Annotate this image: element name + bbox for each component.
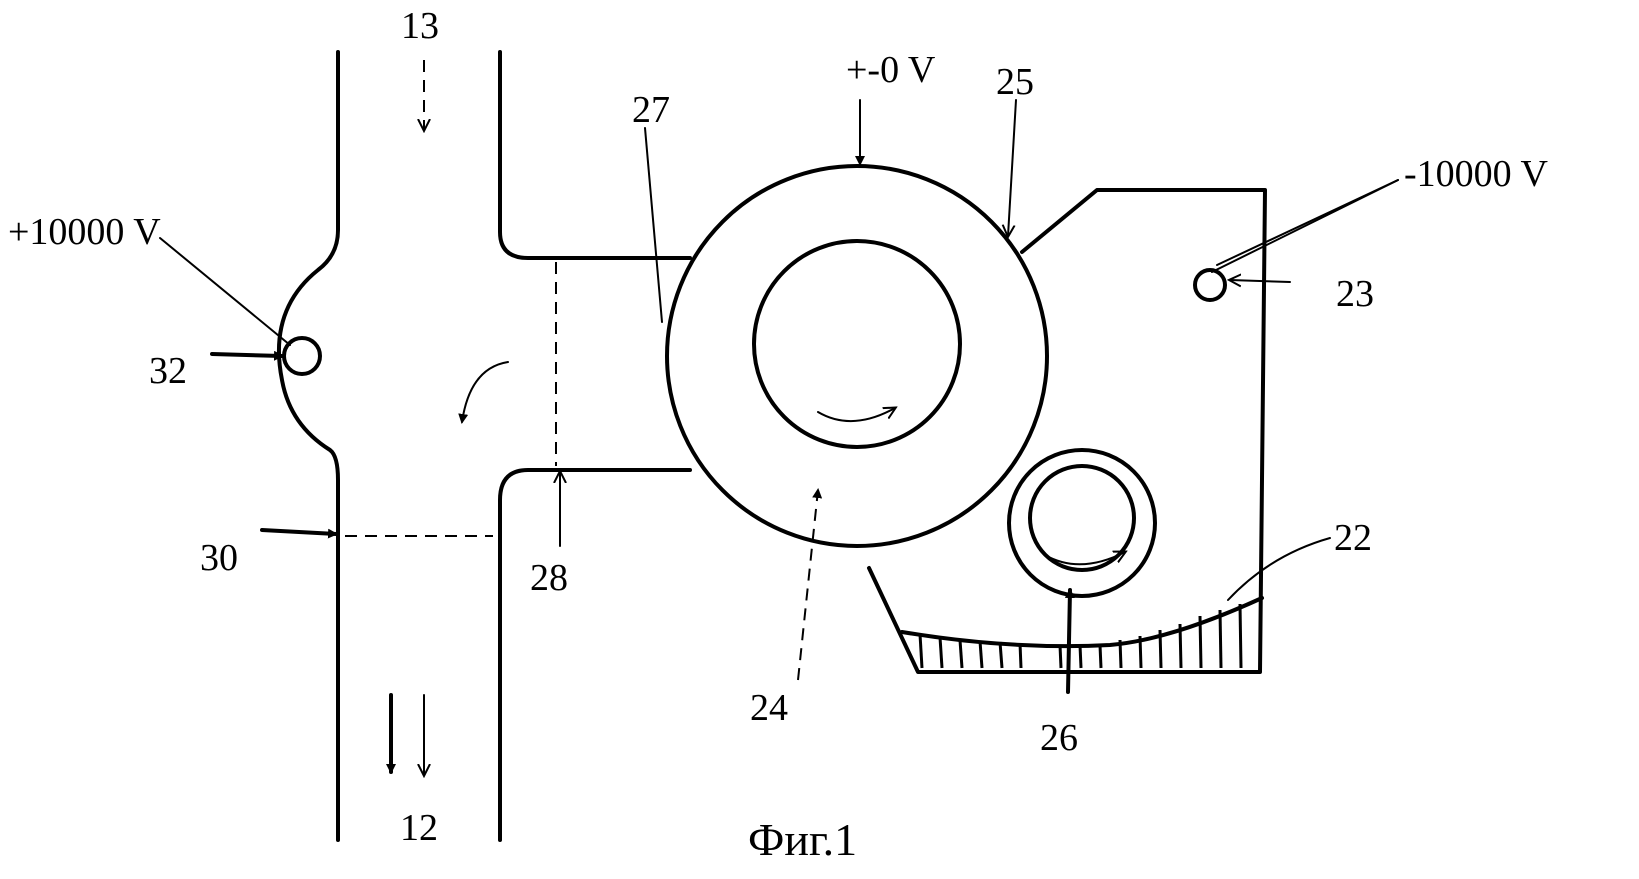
electrode-23 xyxy=(1195,270,1225,300)
leader-23 xyxy=(1230,280,1290,282)
label-27: 27 xyxy=(632,89,670,131)
leader-22 xyxy=(1228,538,1330,600)
swirl-arrow xyxy=(462,362,508,422)
housing-outline xyxy=(869,190,1265,672)
leader-26 xyxy=(1068,590,1070,692)
label-voltage-right: -10000 V xyxy=(1404,153,1548,195)
drum-24-inner xyxy=(754,241,960,447)
drum-rotation-arrow xyxy=(818,408,895,421)
leader-voltage-left xyxy=(160,238,290,345)
label-30: 30 xyxy=(200,537,238,579)
label-voltage-left: +10000 V xyxy=(8,211,161,253)
leader-27 xyxy=(645,128,662,322)
leader-32 xyxy=(212,354,282,356)
label-25: 25 xyxy=(996,61,1034,103)
channel-left-wall xyxy=(279,52,338,840)
label-voltage-top: +-0 V xyxy=(846,49,936,91)
leader-25 xyxy=(1008,100,1016,236)
label-24: 24 xyxy=(750,687,788,729)
label-26: 26 xyxy=(1040,717,1078,759)
channel-right-wall-lower xyxy=(500,470,690,840)
label-22: 22 xyxy=(1334,517,1372,559)
channel-right-wall-upper xyxy=(500,52,690,258)
drum-24-outer xyxy=(667,166,1047,546)
figure-caption: Фиг.1 xyxy=(748,814,857,865)
label-13: 13 xyxy=(401,5,439,47)
label-12: 12 xyxy=(400,807,438,849)
label-32: 32 xyxy=(149,350,187,392)
particle-bed-22 xyxy=(902,598,1262,646)
label-23: 23 xyxy=(1336,273,1374,315)
leader-24 xyxy=(798,490,818,680)
leader-voltage-right-b xyxy=(1212,180,1398,272)
label-28: 28 xyxy=(530,557,568,599)
particle-bed-texture xyxy=(920,604,1241,668)
leader-30 xyxy=(262,530,336,534)
